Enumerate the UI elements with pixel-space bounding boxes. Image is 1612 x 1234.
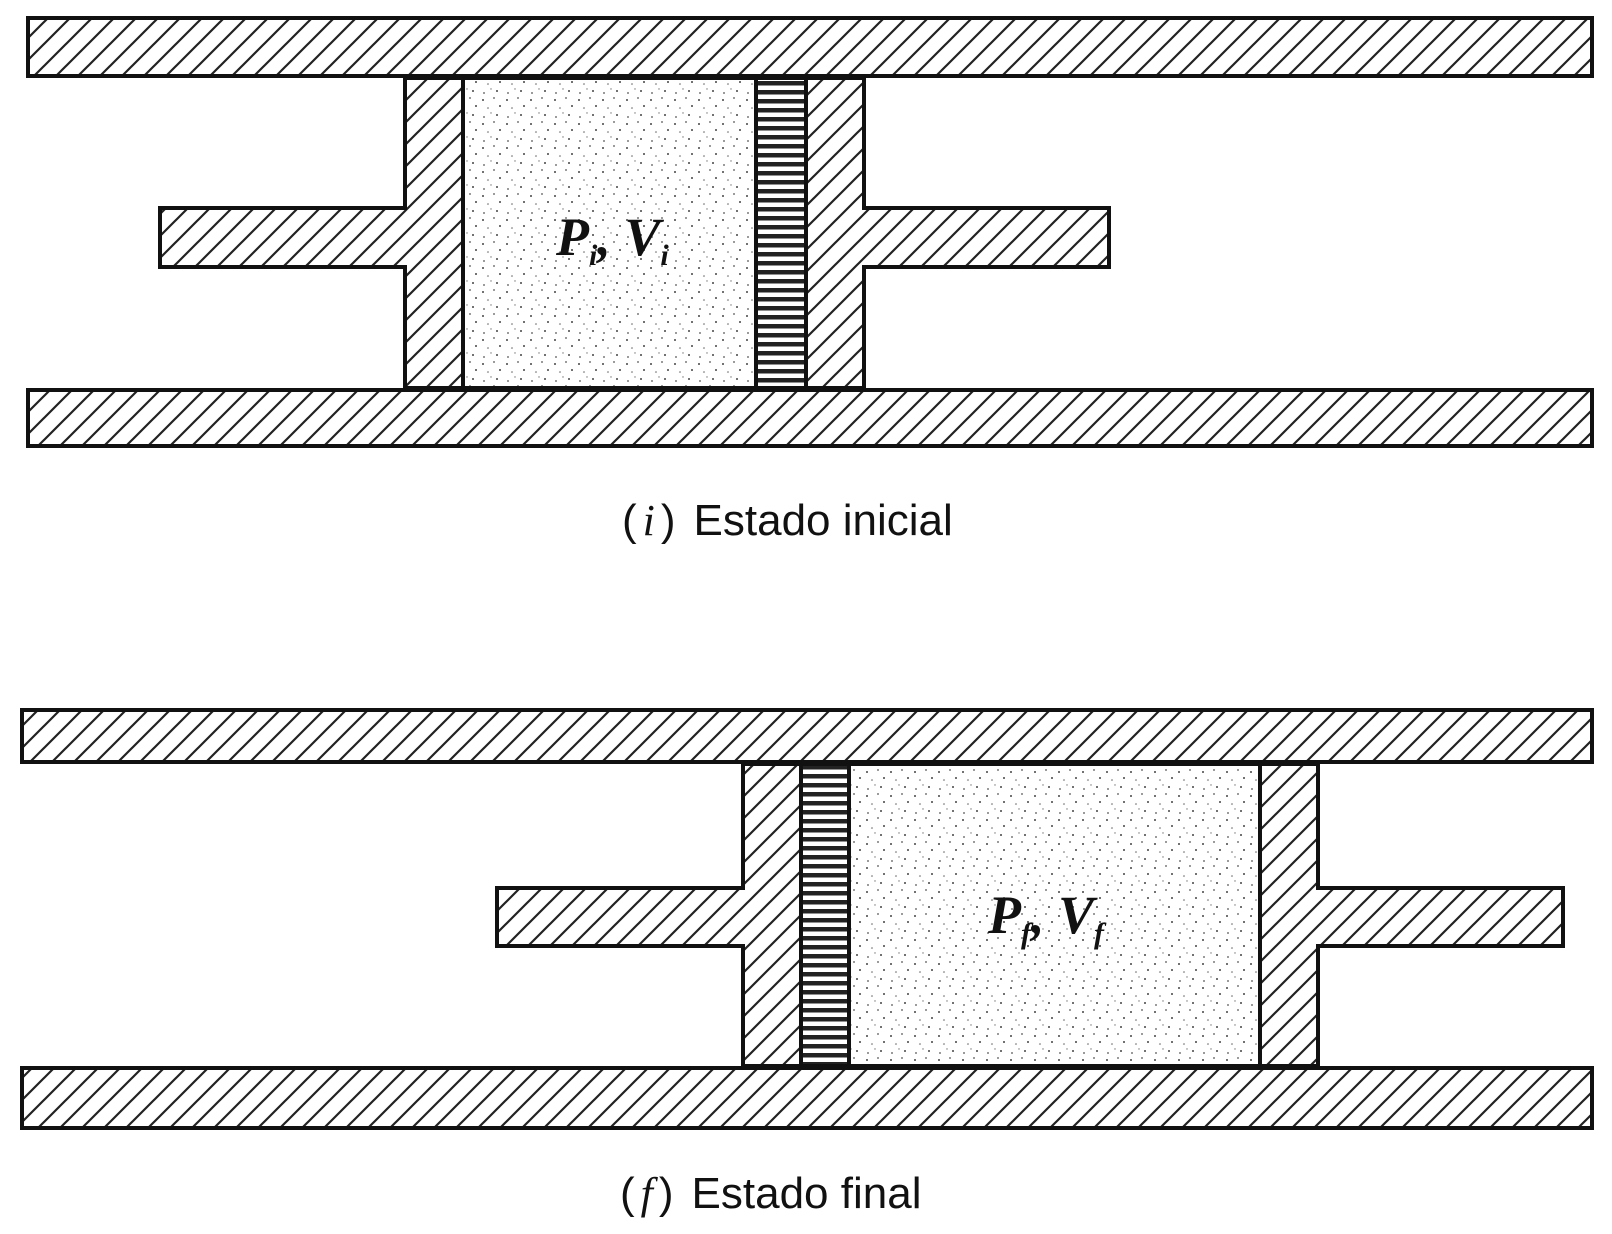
bottom-wall	[26, 388, 1594, 448]
panel-final: Pf, Vf (f)Estado final	[20, 708, 1594, 1218]
bottom-wall	[20, 1066, 1594, 1130]
gas-state-label: Pi, Vi	[555, 207, 669, 272]
right-cylinder-wall	[804, 76, 1111, 390]
top-wall	[20, 708, 1594, 764]
panel-initial: Pi, Vi (i)Estado inicial	[26, 16, 1594, 545]
caption-initial: (i)Estado inicial	[622, 496, 953, 545]
piston	[754, 76, 808, 390]
right-cylinder-wall	[1258, 762, 1565, 1068]
gas-region	[461, 76, 758, 390]
top-wall	[26, 16, 1594, 78]
gas-region	[847, 762, 1262, 1068]
piston	[799, 762, 851, 1068]
left-cylinder-wall	[158, 76, 465, 390]
gas-state-label: Pf, Vf	[987, 885, 1107, 950]
caption-final: (f)Estado final	[620, 1169, 921, 1218]
left-cylinder-wall	[495, 762, 803, 1068]
